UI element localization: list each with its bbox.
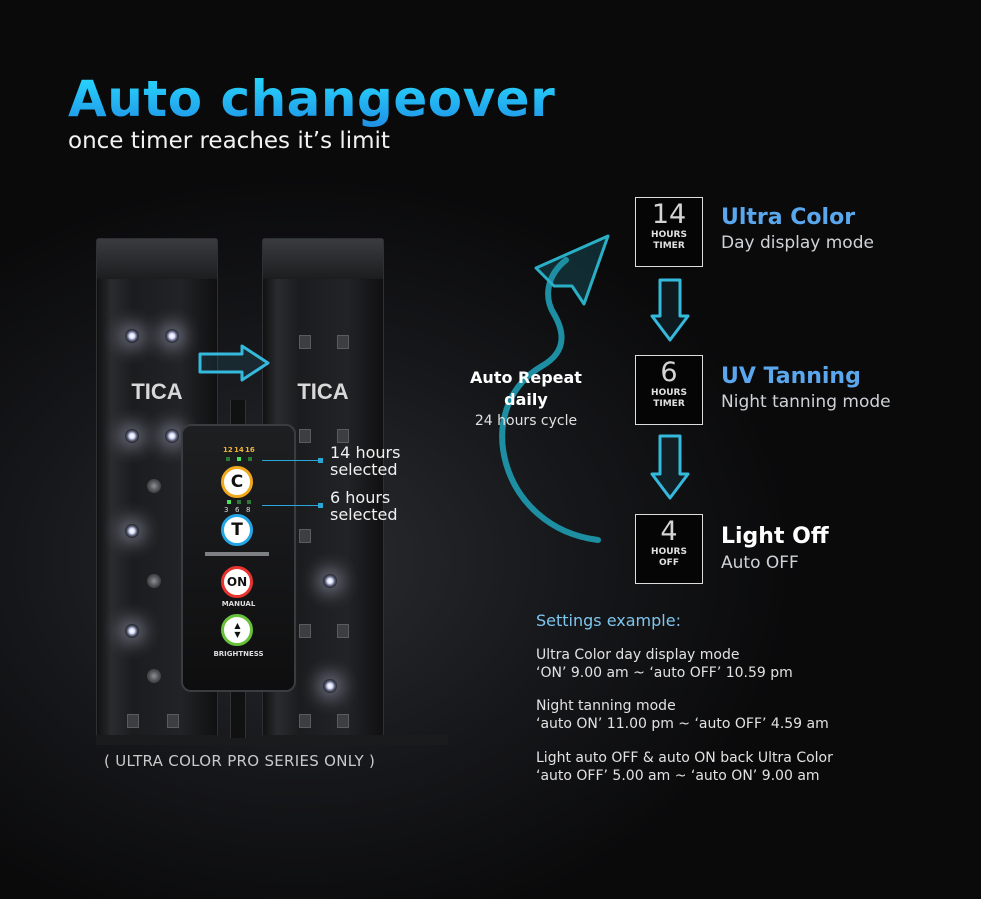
led-light	[323, 574, 337, 588]
uv-chip	[337, 624, 349, 638]
uv-chip	[337, 714, 349, 728]
mode-desc-ultra-color: Day display mode	[721, 233, 874, 253]
bottom-scale-label-6: 6	[235, 506, 240, 514]
auto-repeat-label: Auto Repeat daily 24 hours cycle	[456, 367, 596, 431]
led-light	[165, 329, 179, 343]
uv-chip	[337, 335, 349, 349]
timer-unit-1: HOURS	[651, 547, 687, 557]
callout-6h-line1: 6 hours	[330, 488, 391, 507]
uv-chip	[299, 624, 311, 638]
setting-1-line2: ‘ON’ 9.00 am ~ ‘auto OFF’ 10.59 pm	[536, 665, 793, 681]
indicator-dot	[237, 500, 241, 504]
down-arrow-icon	[650, 434, 690, 500]
changeover-arrow-icon	[198, 344, 270, 382]
top-scale-label-16: 16	[245, 446, 255, 454]
callout-dot-14h	[318, 458, 323, 463]
fixture-top-cap	[97, 239, 217, 279]
led-light	[165, 429, 179, 443]
led-light	[125, 624, 139, 638]
fixture-base	[96, 735, 448, 745]
timer-unit-2: TIMER	[653, 241, 685, 251]
auto-repeat-arrow-icon	[499, 234, 610, 543]
timer-box-14-hours: 14 HOURS TIMER	[635, 197, 703, 267]
indicator-dot	[247, 500, 251, 504]
brand-logo: TICA	[131, 379, 183, 404]
indicator-dot-active	[227, 500, 231, 504]
auto-repeat-subtitle: 24 hours cycle	[474, 413, 578, 429]
manual-label: MANUAL	[221, 600, 256, 608]
led-light-off	[147, 479, 161, 493]
timer-controller: 12 14 16 C 3 6 8 T ON MANUAL ▲▼ BRIGHTNE…	[181, 424, 296, 692]
settings-title: Settings example:	[536, 611, 681, 630]
led-light	[125, 524, 139, 538]
indicator-dot	[226, 457, 230, 461]
uv-chip	[299, 429, 311, 443]
led-light-off	[147, 574, 161, 588]
mode-title-uv-tanning: UV Tanning	[721, 364, 861, 389]
setting-3-line2: ‘auto OFF’ 5.00 am ~ ‘auto ON’ 9.00 am	[536, 768, 820, 784]
timer-unit-1: HOURS	[651, 230, 687, 240]
indicator-dot-active	[237, 457, 241, 461]
top-scale-label-14: 14	[234, 446, 244, 454]
callout-line-6h	[262, 505, 320, 506]
down-arrow-icon	[650, 278, 690, 342]
setting-3-line1: Light auto OFF & auto ON back Ultra Colo…	[536, 750, 833, 766]
uv-chip	[299, 335, 311, 349]
bottom-scale-label-8: 8	[246, 506, 251, 514]
timer-unit-1: HOURS	[651, 388, 687, 398]
series-note: ( ULTRA COLOR PRO SERIES ONLY )	[104, 752, 376, 770]
timer-unit-2: OFF	[659, 558, 679, 568]
callout-6h-line2: selected	[330, 505, 398, 524]
mode-desc-light-off: Auto OFF	[721, 553, 799, 573]
controller-cord-bottom	[230, 688, 246, 738]
callout-14h-line2: selected	[330, 460, 398, 479]
timer-box-6-hours: 6 HOURS TIMER	[635, 355, 703, 425]
mode-title-light-off: Light Off	[721, 524, 829, 549]
tanning-mode-button[interactable]: T	[221, 514, 253, 546]
timer-value: 4	[660, 516, 678, 547]
led-light	[323, 679, 337, 693]
uv-chip	[299, 529, 311, 543]
auto-repeat-title-2: daily	[504, 390, 548, 409]
page-subtitle: once timer reaches it’s limit	[68, 128, 390, 154]
controller-cord-top	[230, 400, 246, 426]
bottom-scale-label-3: 3	[224, 506, 229, 514]
controller-divider	[205, 552, 269, 556]
indicator-dot	[248, 457, 252, 461]
uv-chip	[337, 429, 349, 443]
brightness-button[interactable]: ▲▼	[221, 614, 253, 646]
callout-line-14h	[262, 460, 320, 461]
led-light-off	[147, 669, 161, 683]
callout-14-hours: 14 hours selected	[330, 444, 400, 478]
brightness-arrows-icon: ▲▼	[233, 621, 242, 639]
callout-dot-6h	[318, 503, 323, 508]
mode-desc-uv-tanning: Night tanning mode	[721, 392, 891, 412]
setting-2-line1: Night tanning mode	[536, 698, 676, 714]
uv-chip	[299, 714, 311, 728]
manual-on-button[interactable]: ON	[221, 566, 253, 598]
color-mode-symbol: C	[230, 472, 244, 492]
callout-14h-line1: 14 hours	[330, 443, 401, 462]
page-title: Auto changeover	[68, 70, 556, 128]
timer-unit-2: TIMER	[653, 399, 685, 409]
uv-chip	[127, 714, 139, 728]
led-light	[125, 429, 139, 443]
manual-on-symbol: ON	[226, 575, 248, 589]
setting-1-line1: Ultra Color day display mode	[536, 647, 740, 663]
fixture-top-cap	[263, 239, 383, 279]
setting-2-line2: ‘auto ON’ 11.00 pm ~ ‘auto OFF’ 4.59 am	[536, 716, 829, 732]
timer-value: 6	[660, 357, 678, 388]
mode-title-ultra-color: Ultra Color	[721, 205, 856, 230]
timer-box-4-hours: 4 HOURS OFF	[635, 514, 703, 584]
led-light	[125, 329, 139, 343]
brand-logo: TICA	[297, 379, 349, 404]
tanning-mode-symbol: T	[231, 520, 243, 540]
timer-value: 14	[651, 199, 687, 230]
brightness-label: BRIGHTNESS	[213, 650, 264, 658]
top-scale-label-12: 12	[223, 446, 233, 454]
color-mode-button[interactable]: C	[221, 466, 253, 498]
callout-6-hours: 6 hours selected	[330, 489, 398, 523]
auto-repeat-title-1: Auto Repeat	[470, 368, 582, 387]
uv-chip	[167, 714, 179, 728]
